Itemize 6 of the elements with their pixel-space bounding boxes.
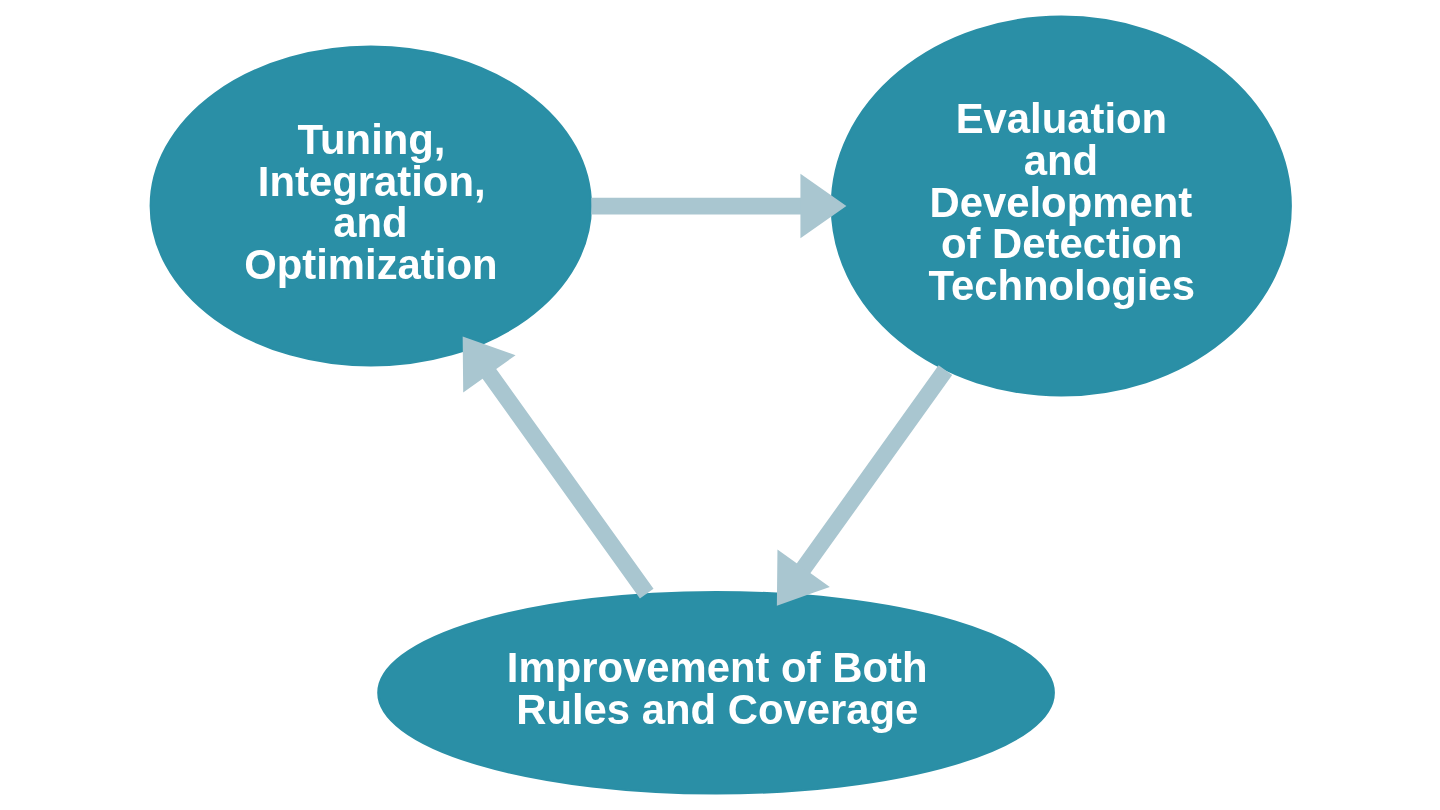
arrow	[776, 365, 952, 606]
arrow	[590, 173, 846, 239]
node-ellipse: Improvement of Both Rules and Coverage	[376, 590, 1055, 795]
node-ellipse: Evaluation and Development of Detection Technologies	[830, 15, 1292, 397]
arrow	[462, 336, 654, 599]
node-ellipse: Tuning, Integration, and Optimization	[149, 45, 592, 367]
